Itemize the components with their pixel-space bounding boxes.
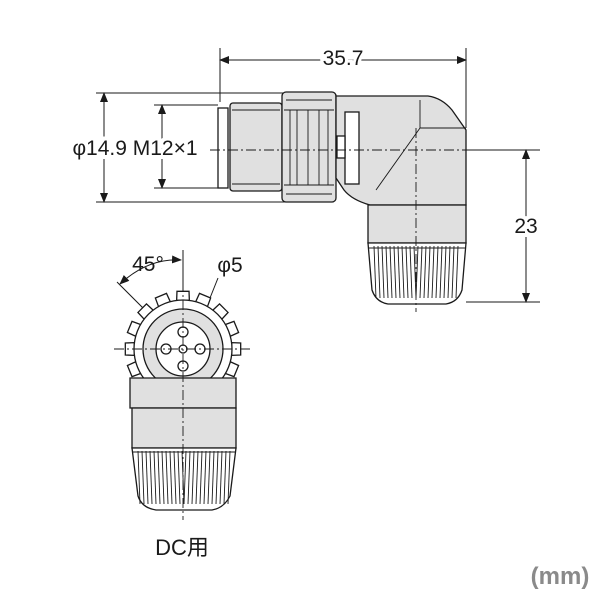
front-grip-upper: [131, 407, 237, 449]
angle-value: 45°: [132, 253, 164, 276]
dimension-length: 35.7: [219, 44, 467, 128]
unit-label: (mm): [531, 563, 590, 590]
pin-circle-label: φ5: [217, 254, 242, 277]
cable-grip: [367, 204, 467, 305]
diameter-label: φ14.9 M12×1: [72, 137, 197, 160]
front-view: 45° φ5: [114, 250, 252, 520]
dimension-diameter: φ14.9 M12×1: [68, 92, 290, 203]
elbow-body: [335, 95, 467, 206]
caption-dc: DC用: [155, 535, 209, 560]
threaded-sleeve: [217, 102, 283, 192]
height-value: 23: [514, 215, 537, 238]
coupling-nut: [281, 91, 337, 203]
side-view: 35.7 φ14.9 M12×1 23: [68, 44, 542, 312]
dimension-height: 23: [466, 149, 542, 303]
length-value: 35.7: [323, 47, 364, 70]
